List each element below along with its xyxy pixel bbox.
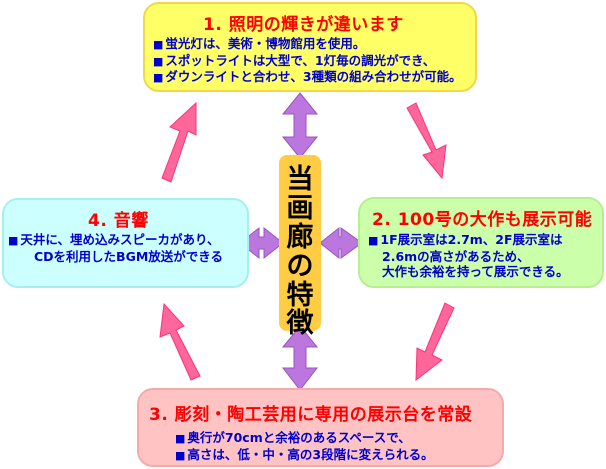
center-title-char: 特 (286, 280, 314, 311)
center-title-char: の (286, 251, 314, 282)
cycle-arrow-3-to-4 (159, 302, 201, 381)
bullet-square-icon: ■ (153, 38, 164, 51)
feature-title: 3. 彫刻・陶工芸用に専用の展示台を常設 (149, 405, 473, 425)
bullet-square-icon: ■ (175, 432, 186, 445)
bullet-square-icon: ■ (175, 448, 186, 462)
feature-line: ■奥行が70cmと余裕のあるスペースで、 (175, 430, 411, 445)
feature-line: ■蛍光灯は、美術・博物館用を使用。 (153, 36, 366, 51)
feature-line: ■高さは、低・中・高の3段階に変えられる。 (175, 446, 434, 462)
bullet-square-icon: ■ (8, 234, 19, 247)
center-title-char: 当 (286, 164, 314, 195)
double-arrow-center-box1 (281, 92, 319, 159)
feature-box-lighting: 1. 照明の輝きが違います ■蛍光灯は、美術・博物館用を使用。 ■スポットライト… (143, 2, 477, 92)
feature-lines: ■1F展示室は2.7m、2F展示室は 2.6mの高さがあるため、 大作も余裕を持… (368, 232, 569, 280)
center-title-char: 廊 (286, 222, 314, 253)
feature-title: 2. 100号の大作も展示可能 (372, 210, 593, 230)
feature-line: ■1F展示室は2.7m、2F展示室は (368, 232, 563, 247)
feature-title: 4. 音響 (88, 211, 149, 231)
feature-line: CDを利用したBGM放送ができる (34, 248, 224, 264)
center-title-char: 徴 (286, 308, 314, 339)
feature-lines: ■蛍光灯は、美術・博物館用を使用。 ■スポットライトは大型で、1灯毎の調光ができ… (153, 36, 462, 86)
feature-title: 1. 照明の輝きが違います (203, 15, 404, 35)
cycle-arrow-2-to-3 (415, 302, 455, 382)
feature-line: 大作も余裕を持って展示できる。 (382, 264, 569, 279)
feature-lines: ■天井に、埋め込みスピーカがあり、 CDを利用したBGM放送ができる (8, 232, 223, 264)
center-title-box: 当 画 廊 の 特 徴 (279, 155, 321, 339)
feature-lines: ■奥行が70cmと余裕のあるスペースで、 ■高さは、低・中・高の3段階に変えられ… (175, 430, 434, 463)
center-title-char: 画 (286, 193, 314, 224)
feature-line: ■ダウンライトと合わせ、3種類の組み合わせが可能。 (153, 69, 462, 84)
feature-box-display-stand: 3. 彫刻・陶工芸用に専用の展示台を常設 ■奥行が70cmと余裕のあるスペースで… (137, 388, 504, 467)
double-arrow-center-box2 (319, 226, 363, 260)
bullet-square-icon: ■ (368, 234, 379, 247)
feature-line: ■スポットライトは大型で、1灯毎の調光ができ、 (153, 52, 436, 68)
feature-line: ■天井に、埋め込みスピーカがあり、 (8, 232, 220, 247)
feature-box-audio: 4. 音響 ■天井に、埋め込みスピーカがあり、 CDを利用したBGM放送ができる (2, 198, 249, 288)
feature-line: 2.6mの高さがあるため、 (382, 248, 530, 264)
feature-box-large-works: 2. 100号の大作も展示可能 ■1F展示室は2.7m、2F展示室は 2.6mの… (358, 197, 604, 288)
cycle-arrow-4-to-1 (161, 101, 197, 183)
bullet-square-icon: ■ (153, 54, 164, 68)
bullet-square-icon: ■ (153, 71, 164, 84)
cycle-arrow-1-to-2 (406, 102, 447, 180)
